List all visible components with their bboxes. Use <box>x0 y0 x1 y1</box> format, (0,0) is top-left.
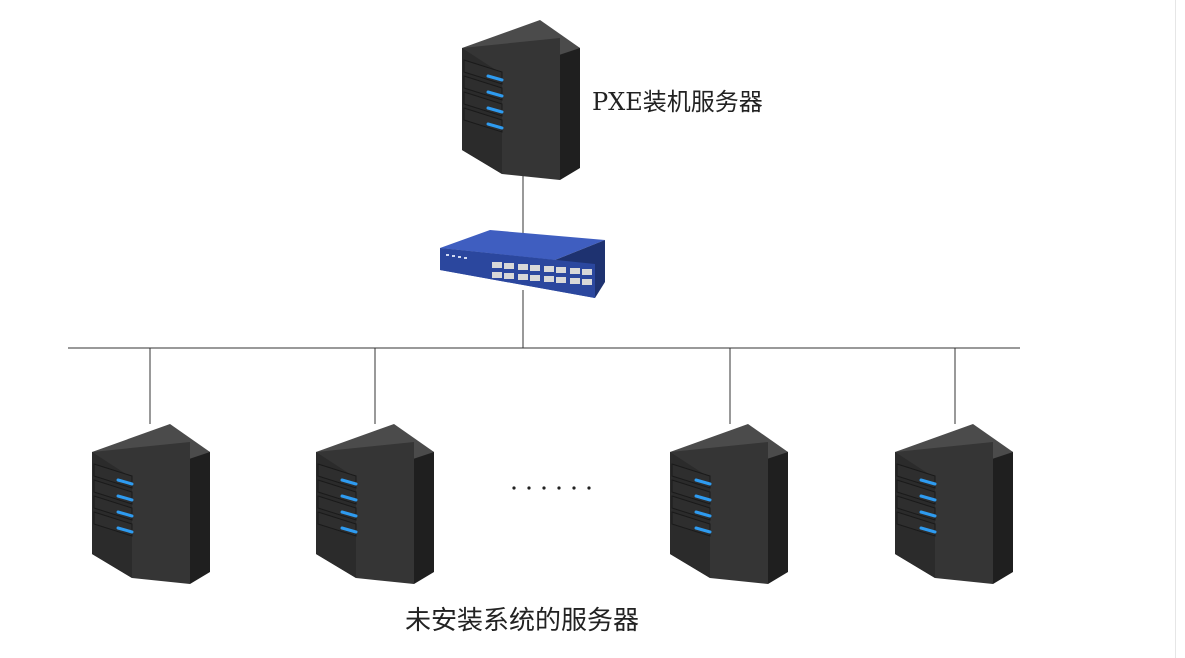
pxe-server-label: PXE装机服务器 <box>592 88 763 116</box>
client-server-4-icon <box>893 422 1015 586</box>
network-switch-icon <box>440 230 605 298</box>
connection-lines <box>68 175 1020 424</box>
client-server-3-icon <box>668 422 790 586</box>
client-server-2-icon <box>314 422 436 586</box>
client-server-1-icon <box>90 422 212 586</box>
pxe-server-icon <box>460 18 582 182</box>
ellipsis-dots <box>512 486 591 490</box>
page-edge-divider <box>1175 0 1176 658</box>
client-servers-label: 未安装系统的服务器 <box>405 606 640 636</box>
